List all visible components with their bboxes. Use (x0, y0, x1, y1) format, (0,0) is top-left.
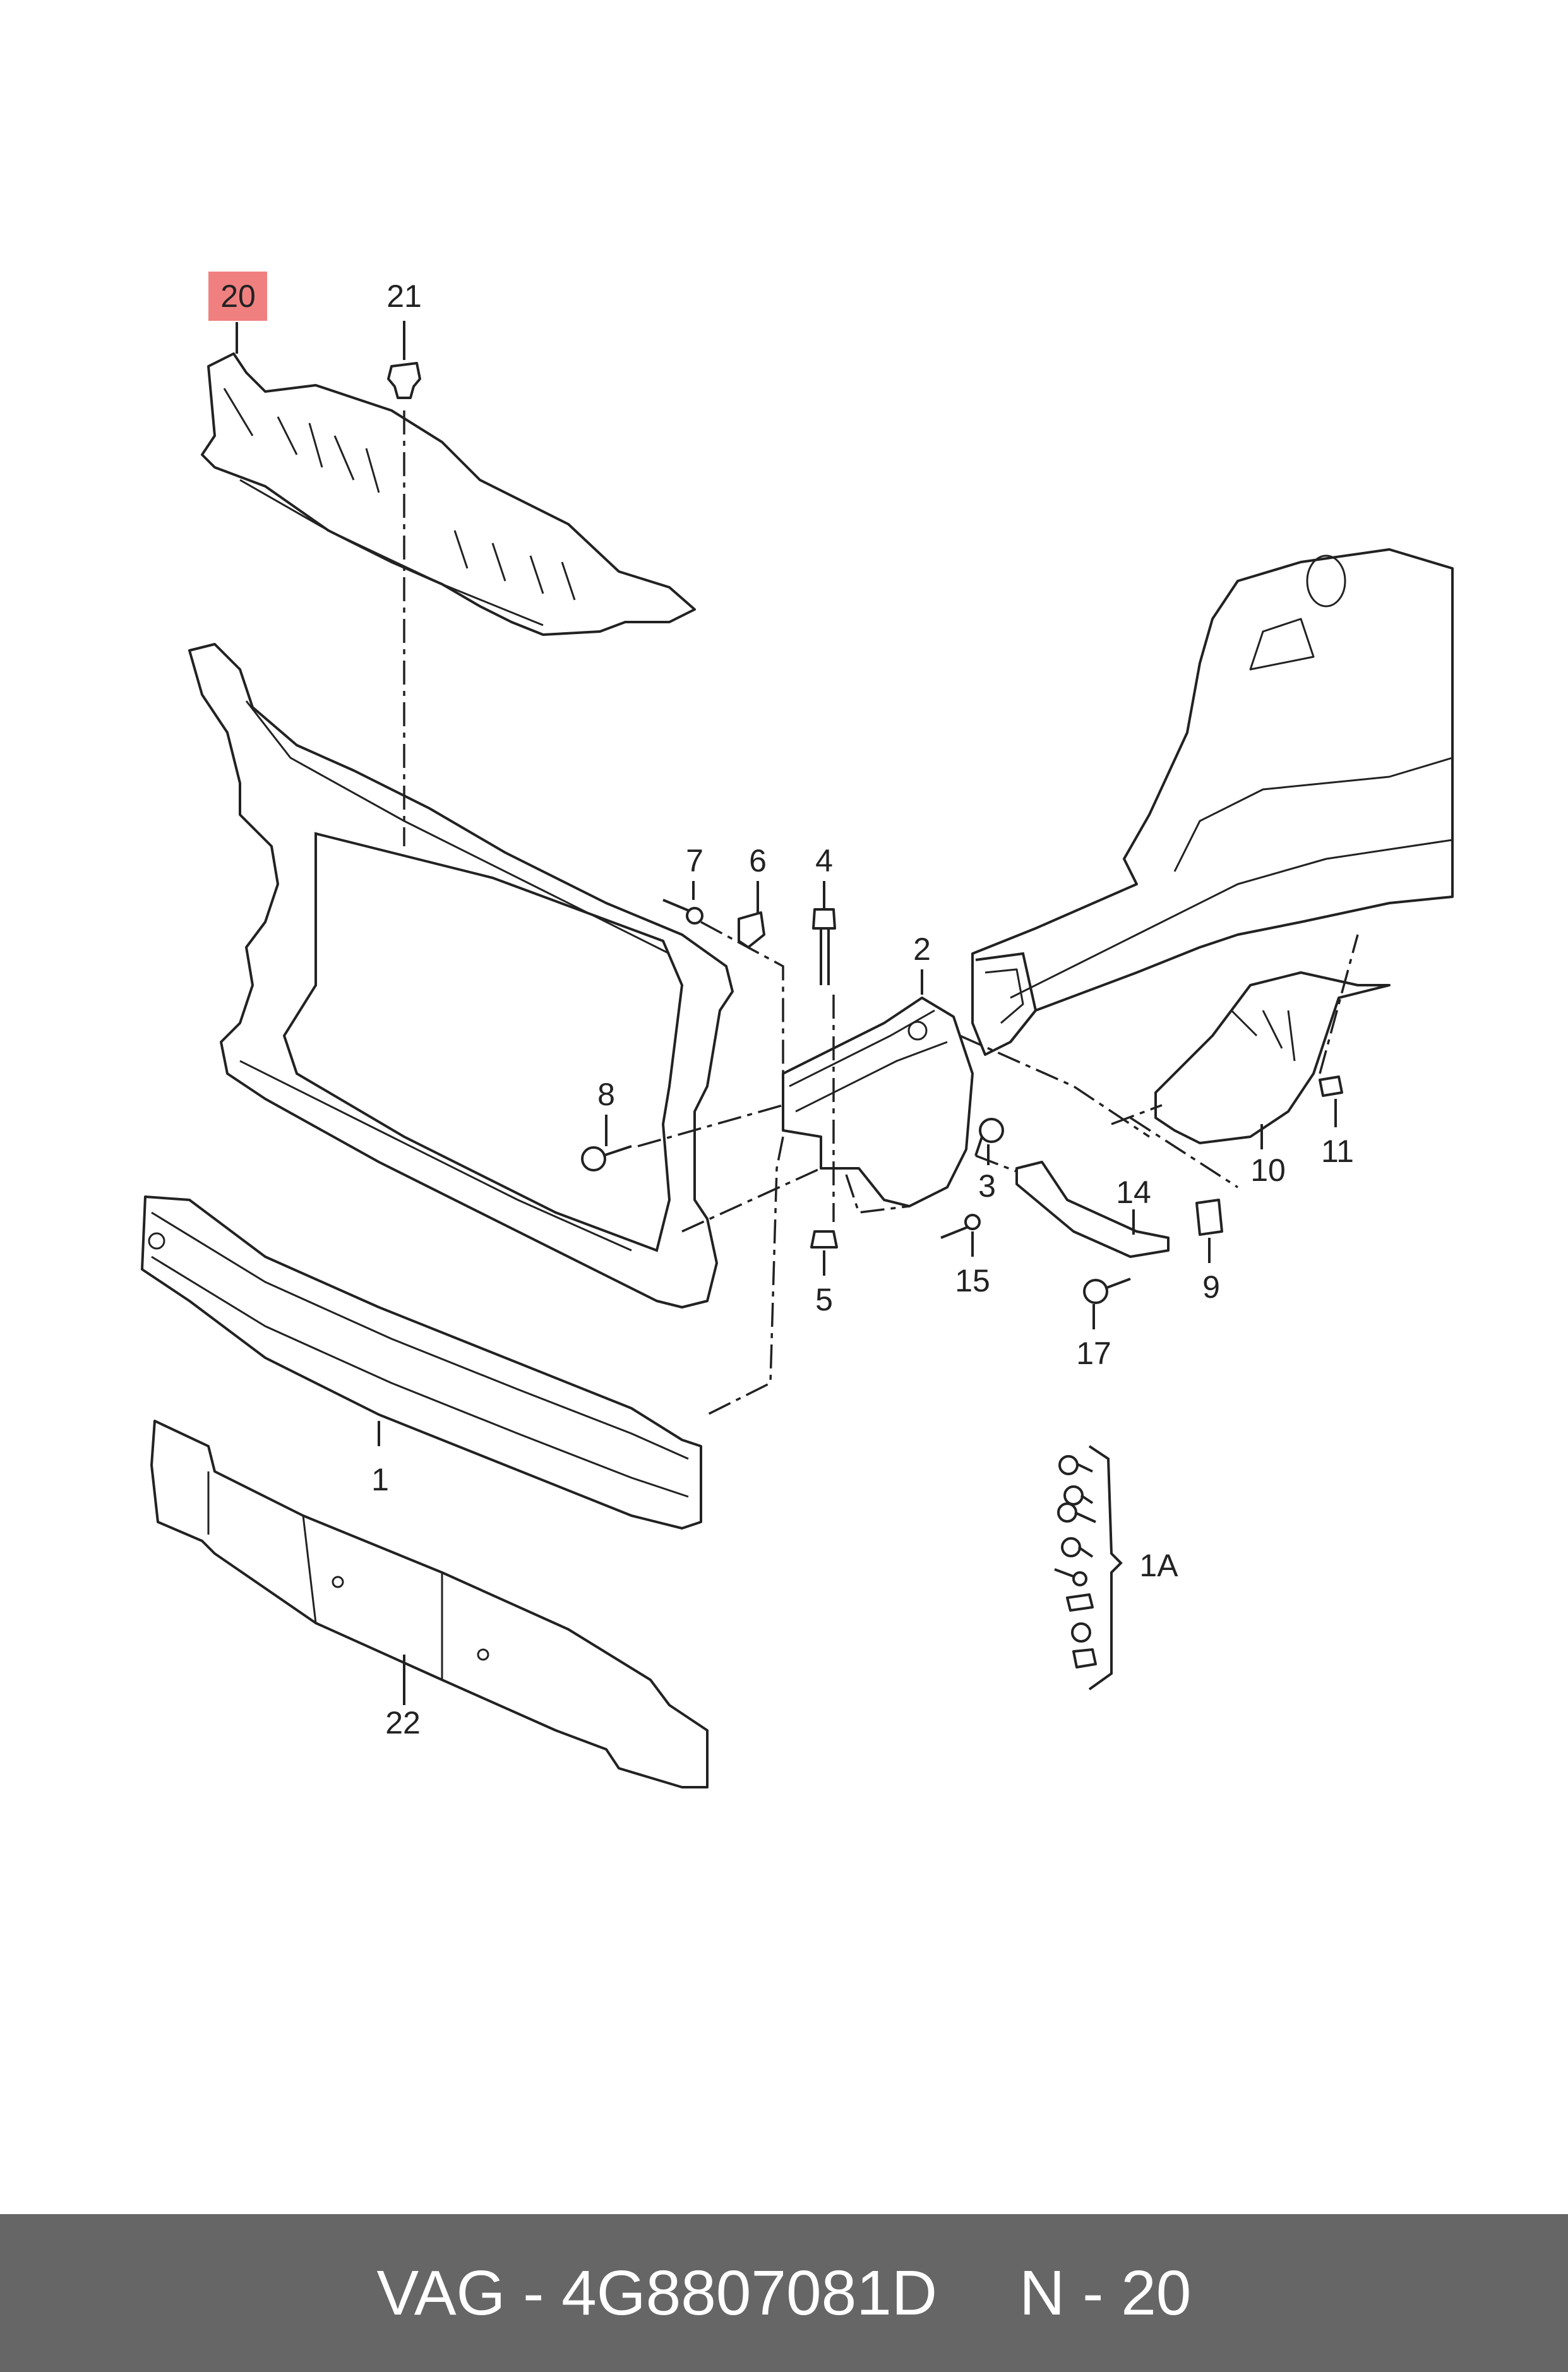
part-17-screw (1083, 1278, 1131, 1304)
part-22-absorber (150, 1420, 709, 1788)
side-member (971, 548, 1454, 1056)
lock-carrier-frame (188, 643, 734, 1309)
part-4-bolt (812, 908, 836, 985)
part-21-clip (387, 362, 421, 399)
leader-lines (236, 321, 1337, 1705)
part-1a-hardware-kit (1054, 1445, 1123, 1691)
part-9-clip (1195, 1199, 1223, 1236)
part-6-clip (738, 911, 765, 949)
callout-15: 15 (955, 1263, 990, 1298)
part-1-bumper-bar (141, 1195, 702, 1530)
part-8-screw (581, 1145, 632, 1171)
callout-4: 4 (815, 843, 833, 878)
part-11-screw (1319, 1075, 1343, 1097)
callout-3: 3 (978, 1168, 996, 1204)
callout-7: 7 (686, 843, 703, 878)
brand-part-number: VAG - 4G8807081D (376, 2257, 938, 2328)
reference-code: N - 20 (1019, 2257, 1192, 2328)
callout-21: 21 (386, 279, 422, 314)
assembly-lines (403, 410, 1359, 1416)
part-15-pin (940, 1214, 981, 1239)
part-3-screw (974, 1118, 1004, 1156)
footer-banner: VAG - 4G8807081D N - 20 (0, 2214, 1568, 2372)
callout-5: 5 (815, 1282, 833, 1317)
callout-1a: 1A (1139, 1548, 1178, 1583)
callout-17: 17 (1076, 1336, 1111, 1371)
callout-labels: 20 21 7 6 4 2 8 3 14 10 11 5 15 9 17 1 1… (208, 272, 1354, 1740)
part-2-crash-box (782, 997, 974, 1207)
callout-6: 6 (749, 843, 767, 878)
callout-22: 22 (385, 1705, 421, 1740)
callout-10: 10 (1250, 1153, 1286, 1188)
part-14-strap (1015, 1161, 1170, 1258)
part-5-nut (810, 1230, 838, 1249)
exploded-parts-diagram: 20 21 7 6 4 2 8 3 14 10 11 5 15 9 17 1 1… (141, 272, 1454, 1788)
callout-2: 2 (913, 931, 931, 967)
callout-14: 14 (1116, 1175, 1151, 1210)
callout-20: 20 (220, 279, 256, 314)
part-7-pin (662, 899, 703, 925)
callout-1: 1 (371, 1462, 389, 1497)
callout-20-highlight (208, 272, 267, 321)
callout-8: 8 (597, 1077, 615, 1112)
part-20-cover (201, 352, 696, 636)
part-10-bracket (1154, 971, 1391, 1144)
callout-9: 9 (1202, 1269, 1220, 1305)
callout-11: 11 (1321, 1134, 1354, 1169)
